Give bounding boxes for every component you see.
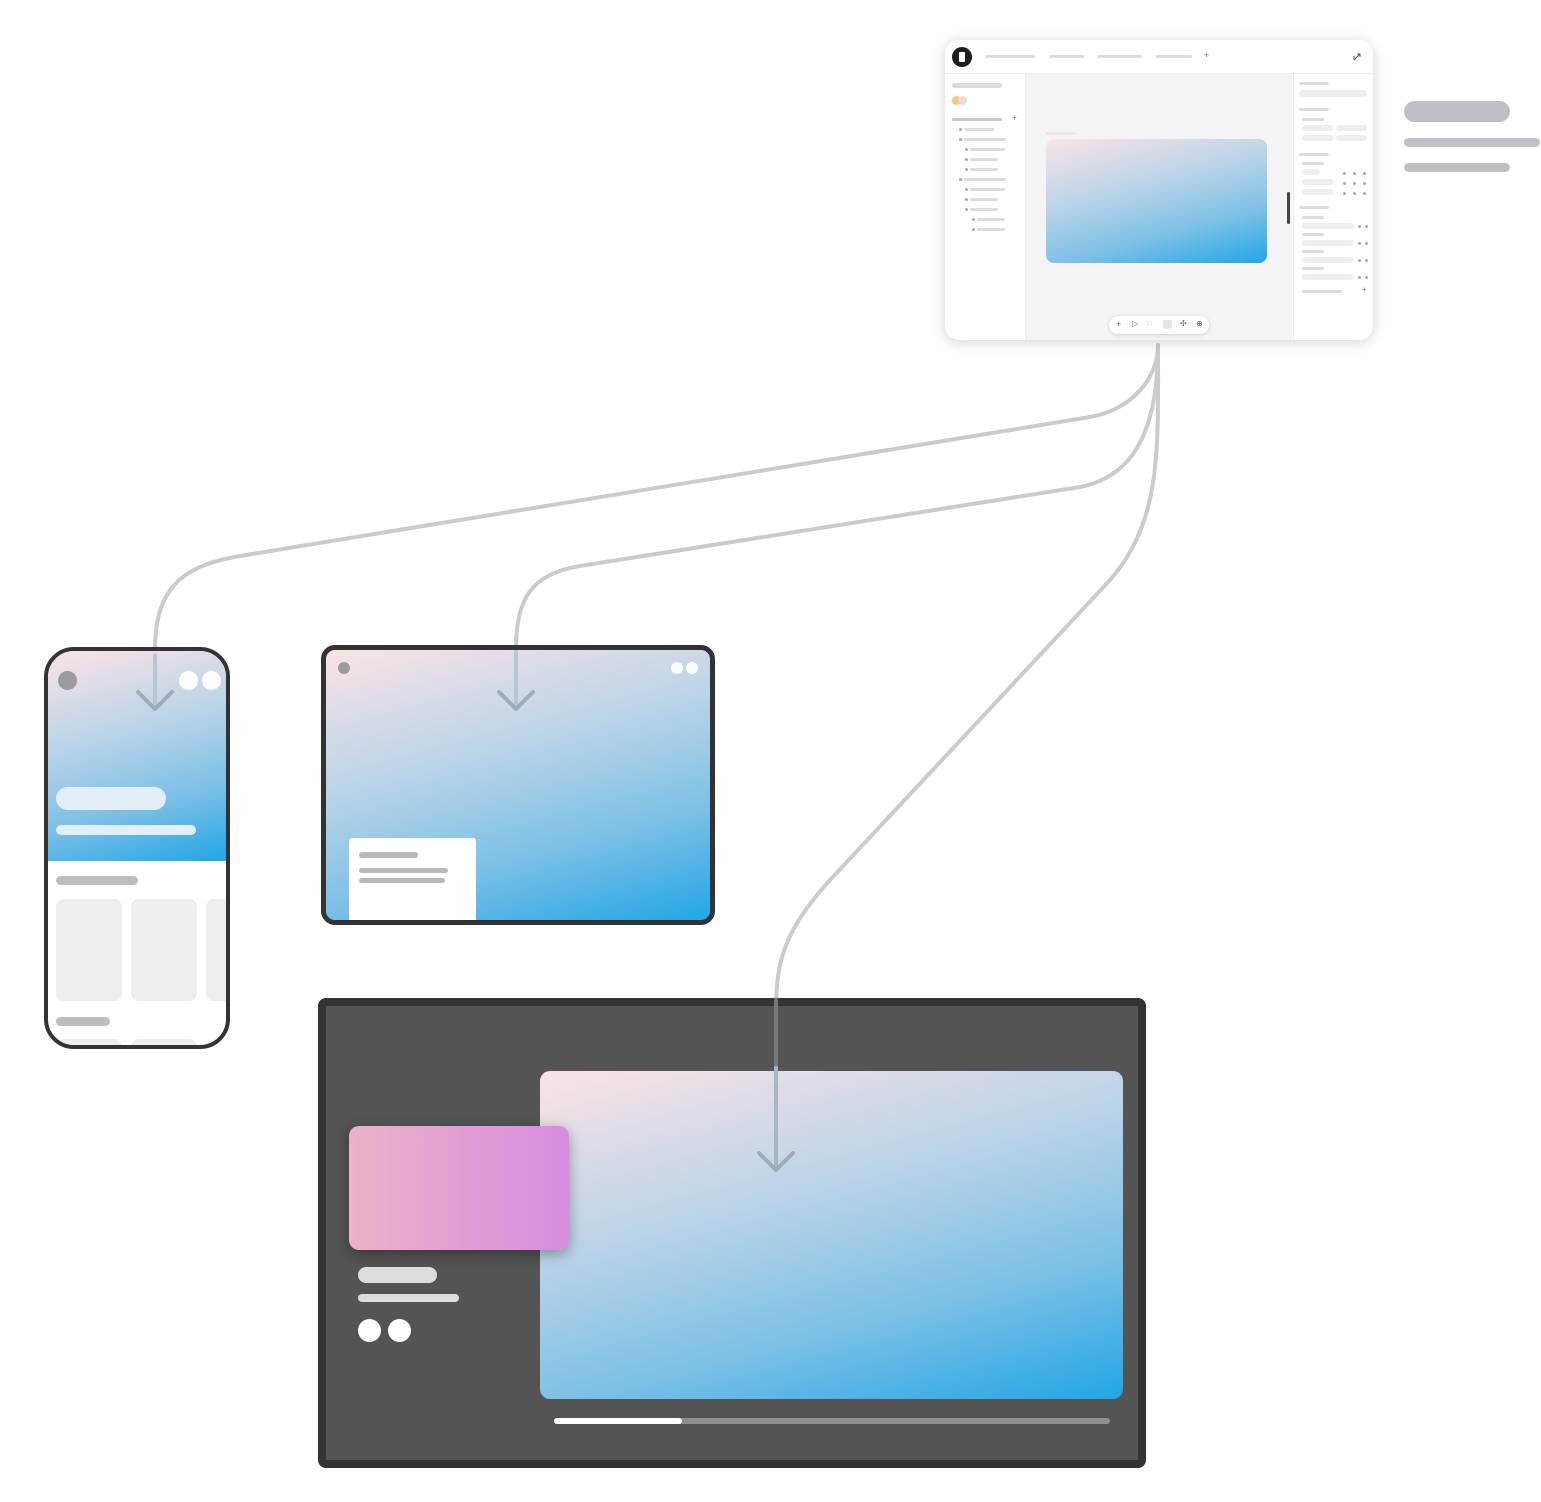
card-placeholder[interactable]: [206, 899, 226, 1001]
editor-layers-panel: +: [945, 74, 1026, 340]
editor-topbar: +: [945, 40, 1373, 74]
component-icon[interactable]: ✣: [1180, 319, 1187, 328]
section-title-placeholder: [56, 876, 138, 885]
phone-hero: [48, 651, 226, 861]
avatar: [338, 662, 350, 674]
plus-icon[interactable]: +: [1362, 285, 1367, 294]
action-icon[interactable]: [358, 1319, 381, 1342]
canvas-toolbar: + ▷ ◌ ✣ ⊕: [1109, 316, 1209, 334]
card-placeholder[interactable]: [131, 899, 197, 1001]
caption-placeholder-title: [1404, 101, 1510, 122]
tablet-device: [321, 645, 715, 925]
avatar: [58, 671, 77, 690]
canvas-resize-handle[interactable]: [1287, 192, 1290, 224]
tv-hero-image[interactable]: [540, 1071, 1123, 1399]
action-icon[interactable]: [202, 671, 221, 690]
action-icon[interactable]: [671, 662, 683, 674]
info-card[interactable]: [349, 838, 476, 920]
share-icon[interactable]: [1352, 52, 1362, 62]
frame-icon[interactable]: [1163, 320, 1172, 329]
tv-title-placeholder: [358, 1267, 437, 1283]
play-icon[interactable]: ▷: [1132, 319, 1139, 328]
action-icon[interactable]: [388, 1319, 411, 1342]
plus-icon[interactable]: +: [1116, 319, 1122, 329]
editor-canvas: + ▷ ◌ ✣ ⊕: [1026, 74, 1292, 340]
phone-device: [44, 647, 230, 1049]
card-placeholder[interactable]: [131, 1039, 197, 1045]
card-placeholder[interactable]: [56, 899, 122, 1001]
caption-placeholder-line: [1404, 138, 1540, 147]
connector-editor-to-tv: [774, 343, 1161, 1012]
caption-placeholder-line: [1404, 163, 1510, 172]
comment-icon[interactable]: ◌: [1147, 319, 1152, 328]
hero-title-placeholder: [56, 787, 166, 810]
logo-icon: [952, 47, 972, 67]
card-placeholder[interactable]: [56, 1039, 122, 1045]
tv-progress-fill: [554, 1418, 682, 1424]
tv-subtitle-placeholder: [358, 1294, 459, 1302]
connector-editor-to-tablet: [514, 343, 1160, 707]
connector-editor-to-phone: [153, 343, 1160, 707]
tv-feature-card[interactable]: [349, 1126, 569, 1250]
tv-device: [318, 998, 1146, 1468]
editor-window: + + + ▷ ◌ ✣ ⊕: [945, 40, 1373, 340]
tv-progress-track[interactable]: [554, 1418, 1110, 1424]
plus-icon[interactable]: +: [1204, 50, 1210, 60]
zoom-icon[interactable]: ⊕: [1196, 319, 1203, 328]
section-title-placeholder: [56, 1017, 110, 1026]
canvas-frame-preview[interactable]: [1046, 139, 1267, 263]
hero-subtitle-placeholder: [56, 825, 196, 835]
editor-properties-panel: +: [1293, 74, 1373, 340]
action-icon[interactable]: [179, 671, 198, 690]
action-icon[interactable]: [686, 662, 698, 674]
